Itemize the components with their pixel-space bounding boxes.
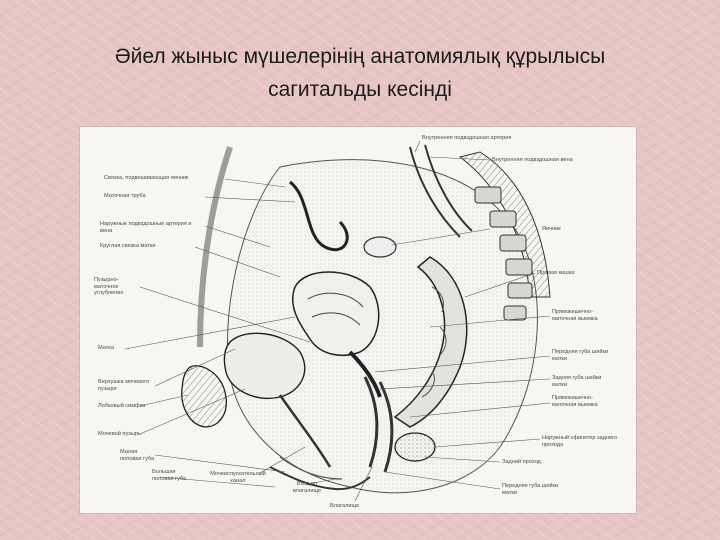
label-posterior-lip-cervix: Задняя губа шейки матки <box>552 375 612 388</box>
label-uterine-tube: Маточная труба <box>104 193 146 200</box>
label-rectum: Прямая кишка <box>537 270 574 277</box>
label-vagina: Влагалище <box>330 503 359 510</box>
label-rectouterine-excavation: Прямокишечно-маточная выемка <box>552 395 612 408</box>
pubic-symphysis <box>182 366 227 427</box>
label-bladder: Мочевой пузырь <box>98 431 141 438</box>
label-vaginal-orifice: Вход во влагалище <box>282 481 332 494</box>
label-anus: Задний проход <box>502 459 541 466</box>
label-suspensory-ligament: Связка, подвешивающая яичник <box>104 175 189 182</box>
label-anterior-lip-cervix-2: Передняя губа шейки матки <box>502 483 568 496</box>
label-round-ligament: Круглая связка матки <box>100 243 155 250</box>
abdominal-wall <box>200 147 230 347</box>
slide-title-line-2: сагитальды кесінді <box>0 73 720 106</box>
label-pubic-symphysis: Лобковый симфиз <box>98 403 145 410</box>
anal-sphincter <box>395 433 435 461</box>
anatomy-illustration: Связка, подвешивающая яичник Маточная тр… <box>80 127 636 513</box>
label-external-anal-sphincter: Наружный сфинктер заднего прохода <box>542 435 622 448</box>
label-ovary: Яичник <box>542 226 561 233</box>
ovary <box>364 237 396 257</box>
label-labia-majora: Большая половая губа <box>152 469 194 482</box>
label-internal-iliac-vein: Внутренняя подвздошная вена <box>492 157 573 164</box>
slide-title-line-1: Әйел жыныс мүшелерінің анатомиялық құрыл… <box>0 40 720 73</box>
label-external-iliac: Наружные подвздошные артерия и вена <box>100 221 192 234</box>
label-labia-minora: Малая половая губа <box>120 449 158 462</box>
label-urethra: Мочеиспускательный канал <box>208 471 268 484</box>
label-rectouterine-pouch: Прямокишечно-маточная выемка <box>552 309 614 322</box>
label-bladder-apex: Верхушка мочевого пузыря <box>98 379 156 392</box>
slide-title: Әйел жыныс мүшелерінің анатомиялық құрыл… <box>0 40 720 106</box>
label-uterus: Матка <box>98 345 114 352</box>
label-vesicouterine-pouch: Пузырно-маточное углубление <box>94 277 140 297</box>
label-anterior-lip-cervix: Передняя губа шейки матки <box>552 349 612 362</box>
label-internal-iliac-artery: Внутренняя подвздошная артерия <box>422 135 511 142</box>
